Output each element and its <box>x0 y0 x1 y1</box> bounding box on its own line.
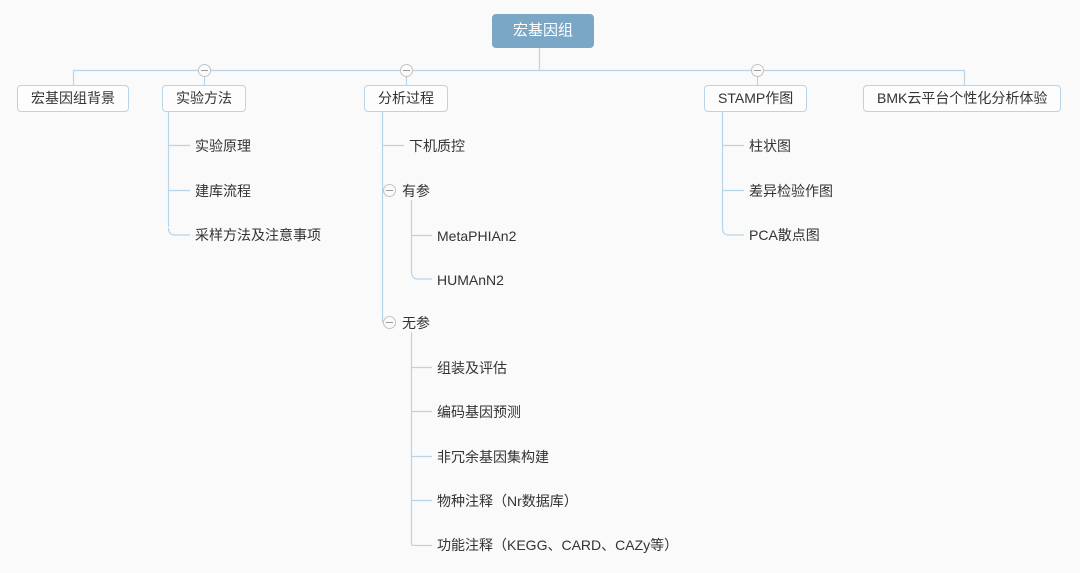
collapse-toggle-minus-icon-de-novo[interactable] <box>383 316 396 329</box>
leaf-node-difference-test-plot[interactable]: 差异检验作图 <box>749 183 833 199</box>
collapse-toggle-minus-icon-stamp-plot[interactable] <box>751 64 764 77</box>
leaf-node-experiment-principle[interactable]: 实验原理 <box>195 138 251 154</box>
branch-node-experiment-method[interactable]: 实验方法 <box>162 85 246 112</box>
branch-node-analysis-process[interactable]: 分析过程 <box>364 85 448 112</box>
leaf-node-qc[interactable]: 下机质控 <box>409 138 465 154</box>
leaf-node-gene-prediction[interactable]: 编码基因预测 <box>437 404 521 420</box>
leaf-node-bar-chart[interactable]: 柱状图 <box>749 138 791 154</box>
branch-node-background[interactable]: 宏基因组背景 <box>17 85 129 112</box>
branch-node-stamp-plot[interactable]: STAMP作图 <box>704 85 808 112</box>
leaf-node-nonredundant-gene-set[interactable]: 非冗余基因集构建 <box>437 449 549 465</box>
leaf-node-reference-based[interactable]: 有参 <box>402 183 430 199</box>
leaf-node-assembly-evaluation[interactable]: 组装及评估 <box>437 360 507 376</box>
leaf-node-humann2[interactable]: HUMAnN2 <box>437 272 504 288</box>
leaf-node-sampling-method[interactable]: 采样方法及注意事项 <box>195 227 321 243</box>
leaf-node-library-construction[interactable]: 建库流程 <box>195 183 251 199</box>
leaf-node-metaphlan2[interactable]: MetaPHIAn2 <box>437 228 517 244</box>
collapse-toggle-minus-icon-analysis-process[interactable] <box>400 64 413 77</box>
collapse-toggle-minus-icon-experiment-method[interactable] <box>198 64 211 77</box>
leaf-node-de-novo[interactable]: 无参 <box>402 315 430 331</box>
leaf-node-species-annotation[interactable]: 物种注释（Nr数据库） <box>437 493 578 509</box>
leaf-node-pca-scatter-plot[interactable]: PCA散点图 <box>749 227 820 243</box>
leaf-node-function-annotation[interactable]: 功能注释（KEGG、CARD、CAZy等） <box>437 537 679 553</box>
collapse-toggle-minus-icon-reference-based[interactable] <box>383 184 396 197</box>
branch-node-bmk-cloud-platform[interactable]: BMK云平台个性化分析体验 <box>863 85 1062 112</box>
root-node[interactable]: 宏基因组 <box>492 14 595 48</box>
